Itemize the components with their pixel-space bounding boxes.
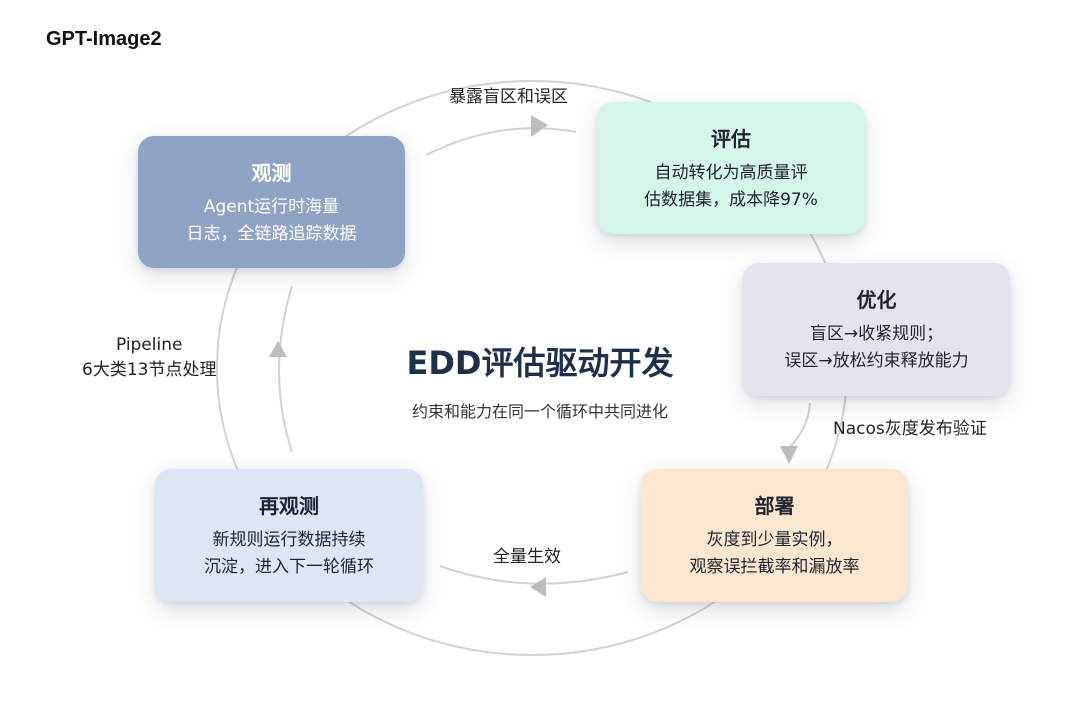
- edge-label-line: Pipeline: [115, 335, 183, 355]
- stage-card-deploy: 部署 灰度到少量实例， 观察误拦截率和漏放率: [641, 469, 908, 602]
- stage-card-observe: 观测 Agent运行时海量 日志，全链路追踪数据: [138, 136, 405, 268]
- edge-label-reobserve-to-observe: Pipeline 6大类13节点处理: [82, 333, 216, 383]
- arrow-head-optimize-to-deploy: [780, 446, 798, 464]
- stage-card-evaluate: 评估 自动转化为高质量评 估数据集，成本降97%: [597, 102, 865, 234]
- edge-label-deploy-to-reobserve: 全量生效: [493, 547, 561, 567]
- stage-description-line: 自动转化为高质量评: [654, 162, 808, 183]
- stage-title: 再观测: [259, 494, 319, 518]
- stage-card-reobserve: 再观测 新规则运行数据持续 沉淀，进入下一轮循环: [155, 469, 423, 602]
- edge-label-observe-to-evaluate: 暴露盲区和误区: [449, 87, 568, 107]
- arrow-head-deploy-to-reobserve: [530, 577, 546, 597]
- stage-description-line: 估数据集，成本降97%: [644, 189, 818, 210]
- stage-title: 观测: [251, 160, 292, 185]
- corner-label: GPT-Image2: [46, 28, 162, 50]
- arc-reobserve-to-observe: [278, 285, 293, 453]
- diagram-title: EDD评估驱动开发: [406, 344, 674, 382]
- arrow-head-reobserve-to-observe: [269, 341, 287, 357]
- stage-description-line: 沉淀，进入下一轮循环: [204, 557, 374, 577]
- stage-title: 优化: [856, 288, 897, 312]
- stage-description-line: 灰度到少量实例，: [706, 530, 843, 550]
- stage-title: 评估: [711, 126, 751, 151]
- stage-description-line: 观察误拦截率和漏放率: [689, 557, 860, 577]
- stage-description-line: 新规则运行数据持续: [212, 530, 366, 550]
- arc-observe-to-evaluate: [425, 127, 577, 156]
- edge-label-line: 6大类13节点处理: [82, 360, 217, 380]
- stage-description-line: 日志，全链路追踪数据: [186, 223, 357, 244]
- arc-deploy-to-reobserve: [439, 565, 629, 585]
- edge-label-optimize-to-deploy: Nacos灰度发布验证: [833, 419, 987, 439]
- arrow-head-observe-to-evaluate: [531, 115, 548, 137]
- stage-card-optimize: 优化 盲区→收紧规则； 误区→放松约束释放能力: [743, 263, 1010, 396]
- stage-title: 部署: [754, 494, 795, 518]
- diagram-subtitle: 约束和能力在同一个循环中共同进化: [411, 402, 668, 421]
- stage-description-line: 盲区→收紧规则；: [809, 324, 944, 344]
- stage-description-line: 误区→放松约束释放能力: [784, 351, 969, 371]
- stage-description-line: Agent运行时海量: [203, 196, 340, 217]
- arc-optimize-to-deploy: [786, 402, 811, 451]
